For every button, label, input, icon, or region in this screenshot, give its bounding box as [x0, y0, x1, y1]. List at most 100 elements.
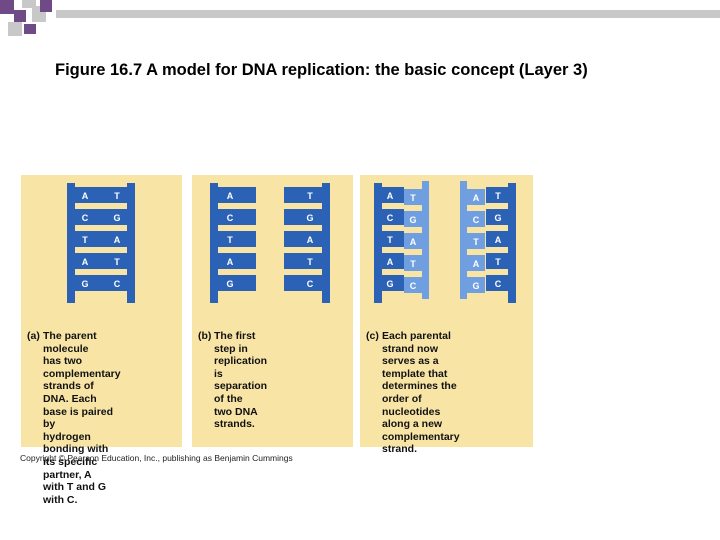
base-left-C: [75, 209, 102, 225]
corner-square-gray-3: [8, 22, 22, 36]
base-left-G: [218, 275, 256, 291]
panel-b-diagram: A T C G T A A T G C: [210, 183, 330, 303]
base-right-G: [284, 209, 322, 225]
base-label: C: [495, 279, 502, 289]
base-left-A: [75, 253, 102, 269]
slide-title: Figure 16.7 A model for DNA replication:…: [55, 61, 588, 79]
base-right-T: [284, 253, 322, 269]
copyright-notice: Copyright © Pearson Education, Inc., pub…: [20, 453, 293, 463]
base-label: A: [410, 237, 417, 247]
caption-b-text: The first step in replication is separat…: [214, 330, 268, 431]
base-label: T: [82, 235, 88, 245]
new-base-left-T: [404, 255, 422, 271]
corner-square-purple-3: [40, 0, 52, 12]
base-label: G: [386, 279, 393, 289]
base-label: A: [227, 257, 234, 267]
base-label: T: [307, 257, 313, 267]
base-label: T: [410, 259, 416, 269]
base-label: G: [113, 213, 120, 223]
base-label: A: [227, 191, 234, 201]
base-right-T: [486, 187, 508, 203]
base-label: C: [387, 213, 394, 223]
base-right-T: [101, 253, 127, 269]
new-base-right-A: [467, 255, 485, 271]
base-label: C: [227, 213, 234, 223]
base-label: G: [226, 279, 233, 289]
base-left-G: [75, 275, 102, 291]
base-right-C: [101, 275, 127, 291]
backbone-new-left: [422, 181, 429, 299]
backbone-right: [127, 183, 135, 303]
base-label: A: [473, 193, 480, 203]
base-label: T: [410, 193, 416, 203]
base-label: T: [473, 237, 479, 247]
top-divider-bar: [56, 10, 720, 18]
base-left-A: [218, 253, 256, 269]
base-label: C: [410, 281, 417, 291]
base-label: A: [307, 235, 314, 245]
base-left-A: [75, 187, 102, 203]
new-base-left-G: [404, 211, 422, 227]
base-left-G: [382, 275, 404, 291]
base-label: T: [227, 235, 233, 245]
base-left-A: [382, 253, 404, 269]
base-label: A: [114, 235, 121, 245]
base-label: T: [495, 191, 501, 201]
base-label: T: [114, 191, 120, 201]
backbone-new-right: [460, 181, 467, 299]
base-label: A: [82, 257, 89, 267]
base-left-A: [218, 187, 256, 203]
base-right-A: [101, 231, 127, 247]
base-label: A: [82, 191, 89, 201]
base-right-C: [486, 275, 508, 291]
base-left-T: [382, 231, 404, 247]
corner-square-purple-4: [24, 24, 36, 34]
base-right-A: [284, 231, 322, 247]
base-left-A: [382, 187, 404, 203]
corner-square-gray-1: [22, 0, 36, 8]
base-right-C: [284, 275, 322, 291]
base-right-T: [486, 253, 508, 269]
new-base-right-G: [467, 277, 485, 293]
base-right-T: [101, 187, 127, 203]
caption-a-text: The parent molecule has two complementar…: [43, 330, 121, 506]
base-right-A: [486, 231, 508, 247]
caption-b-label: (b): [198, 330, 212, 342]
base-label: T: [307, 191, 313, 201]
base-label: A: [473, 259, 480, 269]
base-label: G: [306, 213, 313, 223]
base-label: A: [495, 235, 502, 245]
base-label: A: [387, 191, 394, 201]
base-left-T: [218, 231, 256, 247]
backbone-left: [67, 183, 75, 303]
base-label: C: [82, 213, 89, 223]
caption-c-label: (c): [366, 330, 379, 342]
base-label: C: [114, 279, 121, 289]
new-base-right-T: [467, 233, 485, 249]
base-label: A: [387, 257, 394, 267]
base-label: C: [307, 279, 314, 289]
base-left-C: [218, 209, 256, 225]
new-base-right-A: [467, 189, 485, 205]
base-label: G: [409, 215, 416, 225]
caption-c-text: Each parental strand now serves as a tem…: [382, 330, 460, 456]
base-right-G: [101, 209, 127, 225]
base-right-G: [486, 209, 508, 225]
corner-square-purple-1: [0, 0, 14, 14]
base-label: G: [81, 279, 88, 289]
base-label: G: [472, 281, 479, 291]
corner-square-purple-2: [14, 10, 26, 22]
base-left-T: [75, 231, 102, 247]
base-label: T: [114, 257, 120, 267]
new-base-left-A: [404, 233, 422, 249]
base-right-T: [284, 187, 322, 203]
new-base-left-C: [404, 277, 422, 293]
base-label: T: [387, 235, 393, 245]
new-base-left-T: [404, 189, 422, 205]
base-label: T: [495, 257, 501, 267]
base-label: C: [473, 215, 480, 225]
backbone-right: [322, 183, 330, 303]
